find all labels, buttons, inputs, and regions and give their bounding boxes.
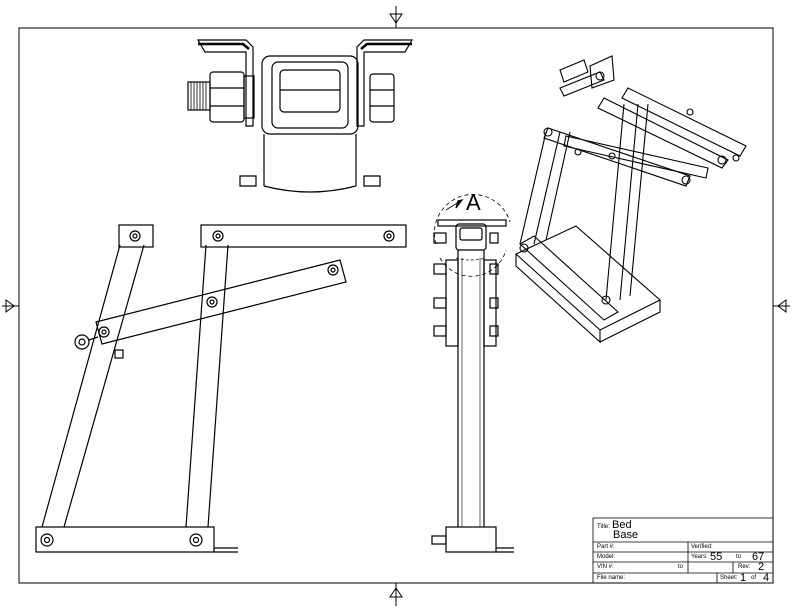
center-mark-right <box>773 299 790 313</box>
vin-label: VIN #: <box>597 564 614 570</box>
sheet-of-label: of <box>751 575 757 581</box>
sheet-number-value: 1 <box>740 572 747 584</box>
isometric-view <box>515 55 747 344</box>
verified-label: Verified: <box>691 544 713 550</box>
part-number-label: Part #: <box>597 544 615 550</box>
vin-to-label: to <box>678 564 684 570</box>
detail-callout-label: A <box>466 190 481 215</box>
center-mark-top <box>389 6 403 28</box>
title-label: Title: <box>597 524 610 530</box>
file-name-label: File name: <box>597 575 626 581</box>
front-view-bolts <box>433 232 499 337</box>
model-label: Model: <box>597 554 616 560</box>
side-view-bolts <box>40 230 395 547</box>
years-label: Years: <box>691 554 708 560</box>
years-to-label: to <box>736 554 742 560</box>
detail-view-a <box>187 39 414 193</box>
sheet-total-value: 4 <box>763 572 770 584</box>
isometric-view-bolts <box>519 71 740 305</box>
title-value-line2: Base <box>613 529 639 541</box>
front-view <box>431 194 514 553</box>
year-from-value: 55 <box>710 551 723 563</box>
title-block <box>592 517 774 584</box>
center-mark-bottom <box>389 583 403 606</box>
side-view <box>35 224 407 553</box>
year-to-value: 67 <box>752 551 765 563</box>
revision-value: 2 <box>758 561 765 573</box>
sheet-label: Sheet: <box>720 575 738 581</box>
center-mark-left <box>2 299 19 313</box>
revision-label: Rev: <box>738 564 751 570</box>
title-value-line1: Bed <box>612 519 632 531</box>
